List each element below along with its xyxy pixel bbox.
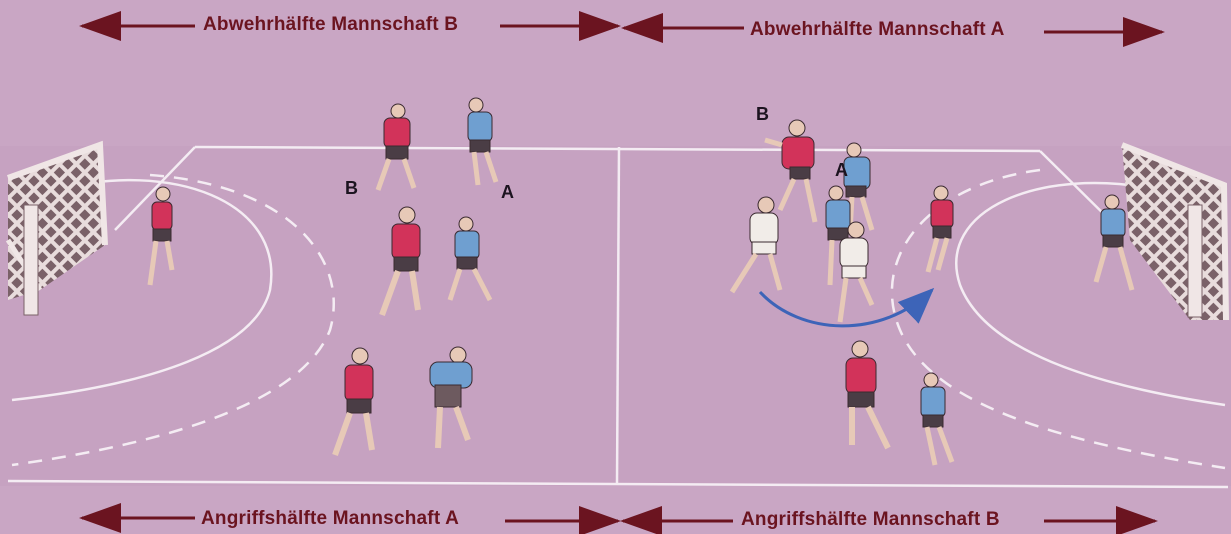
left-free-throw-line [11,173,335,467]
header-top-right: Abwehrhälfte Mannschaft A [744,19,1011,41]
header-bottom-left: Angriffshälfte Mannschaft A [195,508,466,530]
player-red-center-left [379,206,421,317]
players-left-half [147,97,499,457]
player-red-bottom-right [845,340,891,450]
bottom-sideline [7,479,1229,489]
label-team-b-left: B [345,178,358,198]
player-blue-bottom-right [920,372,955,466]
player-blue-top-left [467,97,499,186]
top-sideline [194,145,1041,153]
player-red-bottom-left [332,347,375,457]
player-red-top-left [375,103,417,191]
player-red-goalkeeper-left [147,186,175,286]
player-red-jumping [764,119,818,223]
players-right-half [729,119,1135,466]
player-blue-bottom-left [429,346,473,449]
label-team-a-left: A [501,182,514,202]
label-team-b-right: B [756,104,769,124]
header-top-left: Abwehrhälfte Mannschaft B [197,14,465,36]
player-blue-goalkeeper-right [1093,194,1135,291]
center-line [615,146,621,484]
right-goal-area-line [955,181,1226,407]
player-blue-center-left [447,216,493,302]
right-goal [1120,142,1229,321]
label-team-a-right: A [835,160,848,180]
player-blue-center-right [825,185,851,286]
movement-arrow [758,287,935,328]
player-white-left [729,196,783,294]
left-goal [5,140,108,316]
header-bottom-right: Angriffshälfte Mannschaft B [735,509,1006,531]
player-white-right [837,221,875,323]
direction-arrows [79,10,1165,534]
left-corner-line [114,146,196,231]
player-red-right [925,185,954,273]
left-goal-area-line [11,178,273,402]
